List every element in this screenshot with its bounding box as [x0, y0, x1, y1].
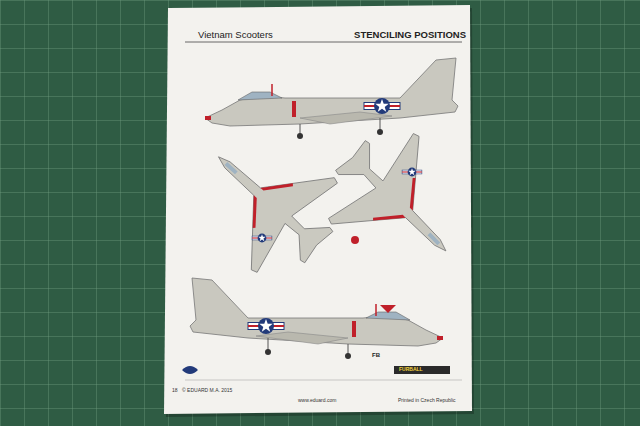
print-note: Printed in Czech Republic: [398, 398, 456, 404]
sheet-title: Vietnam Scooters: [198, 30, 273, 40]
page-number: 18: [172, 388, 178, 394]
brand-logo: FURBALL: [399, 367, 423, 373]
website-url: www.eduard.com: [298, 398, 336, 404]
copyright-note: © EDUARD M.A. 2015: [182, 388, 232, 394]
stencil-code: FB: [372, 352, 380, 359]
page-heading: STENCILING POSITIONS: [354, 30, 466, 40]
